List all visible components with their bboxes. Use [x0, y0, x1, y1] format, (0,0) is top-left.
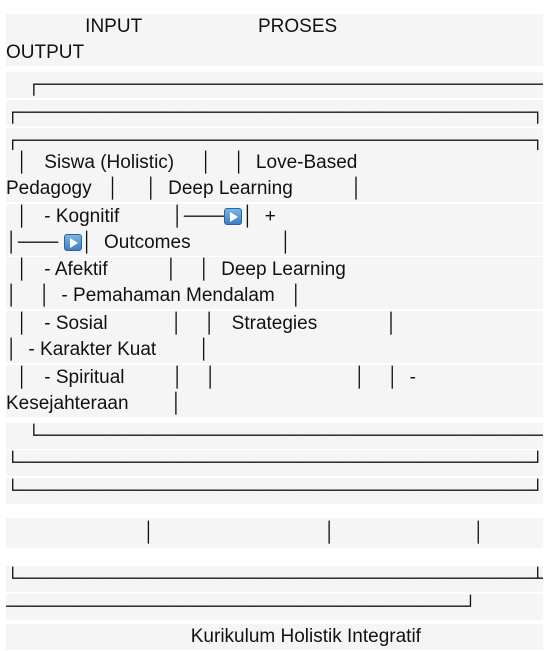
- diagram-row-sosial: │ - Sosial │ │ Strategies │: [6, 311, 543, 337]
- box-top-border: ┌──────────────────────────────────────┐: [6, 100, 543, 126]
- box-bottom-border: └──────────────────────────────────────┘: [6, 423, 543, 449]
- box-top-border: ┌──────────────────────────────────────┐: [6, 72, 543, 98]
- play-arrow-icon: [224, 208, 243, 225]
- footer-title: Kurikulum Holistik Integratif: [6, 624, 543, 650]
- connector-row: │ │ │: [6, 518, 543, 548]
- diagram-row-spiritual: │ - Spiritual │ │ │ │ -: [6, 365, 543, 391]
- bottom-border: └──────────────────────────────────────┴…: [6, 566, 543, 592]
- diagram-row-outcomes: │─── │ Outcomes │: [6, 230, 543, 256]
- diagram-row-titles: │ Siswa (Holistic) │ │ Love-Based: [6, 150, 543, 176]
- box-bottom-border: └──────────────────────────────────────┘: [6, 450, 543, 476]
- box-top-border: ┌──────────────────────────────────────┐: [6, 128, 543, 154]
- play-arrow-icon: [63, 234, 82, 251]
- header-output: OUTPUT: [6, 40, 543, 66]
- diagram-row-kognitif: │ - Kognitif │───│ +: [6, 204, 543, 230]
- diagram-row-sosial-cont: │ - Karakter Kuat │: [6, 337, 543, 363]
- box-bottom-border: └──────────────────────────────────────┘: [6, 478, 543, 504]
- diagram-row-spiritual-cont: Kesejahteraan │: [6, 391, 543, 417]
- bottom-border-cont: ──────────────────────────────────┘: [6, 594, 543, 620]
- header-input-proses: INPUT PROSES: [6, 14, 543, 40]
- diagram-row-titles-cont: Pedagogy │ │ Deep Learning │: [6, 176, 543, 202]
- diagram-row-afektif-cont: │ │ - Pemahaman Mendalam │: [6, 283, 543, 309]
- diagram-row-afektif: │ - Afektif │ │ Deep Learning: [6, 257, 543, 283]
